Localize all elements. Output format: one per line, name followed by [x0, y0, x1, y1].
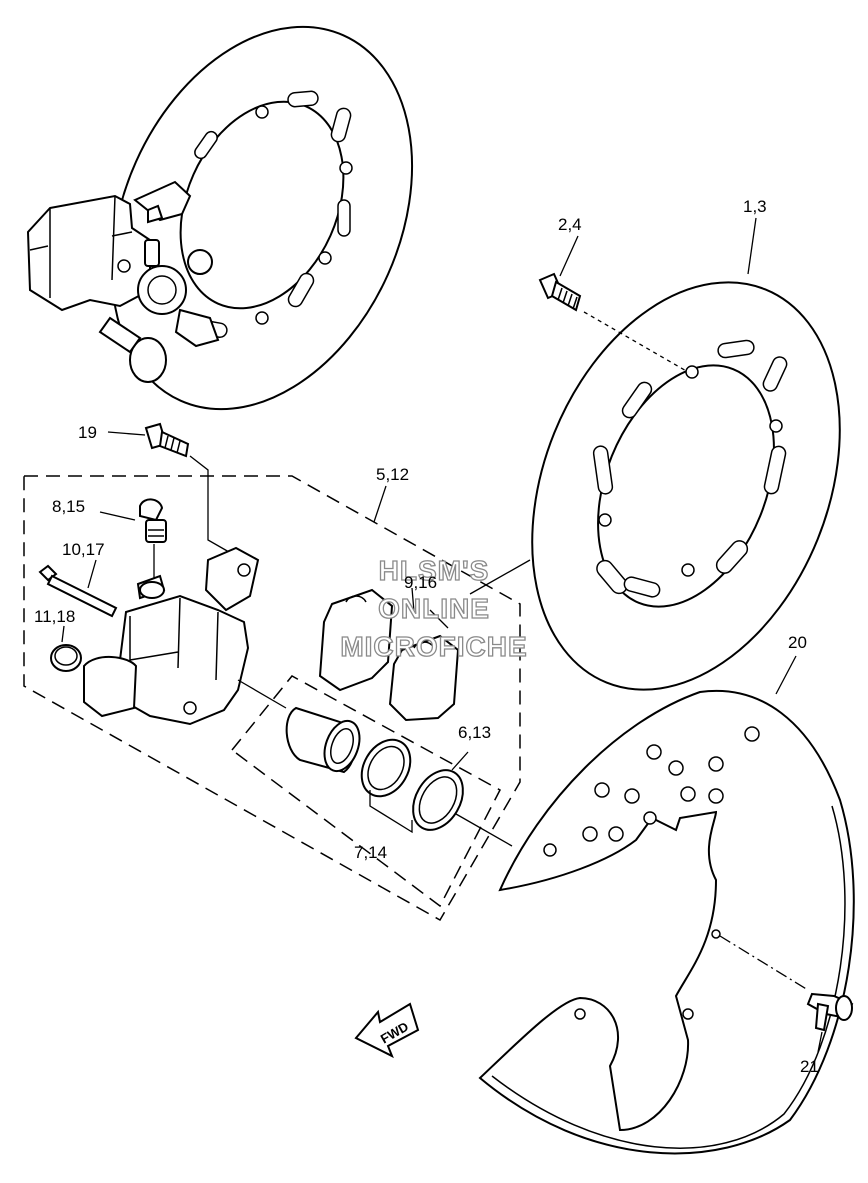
caliper-bolt	[107, 422, 237, 557]
watermark-line-2: ONLINE	[378, 593, 490, 624]
callout-10-17: 10,17	[62, 540, 105, 559]
disc-cover	[478, 689, 855, 1155]
callout-6-13: 6,13	[458, 723, 491, 742]
callout-7-14: 7,14	[354, 843, 387, 862]
watermark-line-1: HLSM'S	[379, 555, 490, 586]
caliper-body	[83, 546, 287, 726]
watermark: HLSM'S ONLINE MICROFICHE	[340, 554, 528, 662]
bleed-screw	[99, 498, 167, 578]
callout-5-12: 5,12	[376, 465, 409, 484]
brake-pads	[318, 559, 531, 722]
piston-kit-group	[230, 675, 502, 908]
disc-bolt	[538, 272, 689, 373]
callout-2-4: 2,4	[558, 215, 582, 234]
dust-seal	[369, 751, 513, 847]
callout-21: 21	[800, 1057, 819, 1076]
caliper-piston	[285, 706, 361, 774]
callout-labels: 1,3 2,4 5,12 6,13 7,14 8,15 9,16 10,17 1…	[34, 197, 819, 1076]
callout-11-18: 11,18	[34, 607, 75, 626]
callout-20: 20	[788, 633, 807, 652]
callout-19: 19	[78, 423, 97, 442]
brake-disc	[531, 281, 841, 691]
caliper-assembly-group	[23, 475, 521, 922]
callout-8-15: 8,15	[52, 497, 85, 516]
piston-seal	[360, 738, 412, 798]
fwd-arrow-icon: FWD	[354, 1002, 420, 1059]
callout-1-3: 1,3	[743, 197, 767, 216]
callout-leaders	[373, 217, 797, 695]
callout-9-16: 9,16	[404, 573, 437, 592]
assembled-brake-view	[26, 25, 414, 411]
cover-bolt	[806, 992, 854, 1053]
caliper-seal	[50, 625, 82, 672]
watermark-line-3: MICROFICHE	[340, 631, 527, 662]
pad-pin	[38, 559, 118, 618]
